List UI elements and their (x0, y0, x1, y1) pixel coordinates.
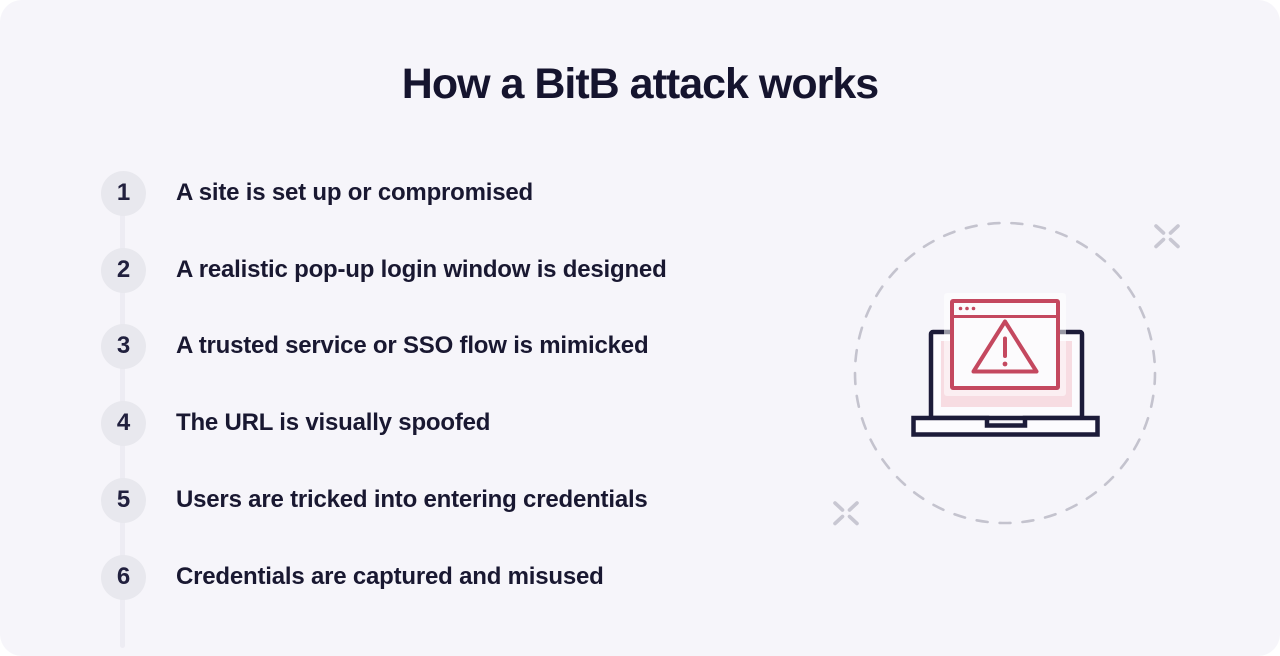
laptop-base (911, 415, 1100, 437)
step-number-badge: 1 (101, 170, 146, 216)
step-item-4: 4 The URL is visually spoofed (101, 400, 491, 446)
step-item-3: 3 A trusted service or SSO flow is mimic… (101, 323, 649, 369)
step-label: A site is set up or compromised (176, 179, 533, 206)
bitb-illustration (833, 221, 1180, 526)
sparkle-cross-icon (833, 501, 859, 526)
warning-browser-window-icon (944, 293, 1066, 396)
step-label: The URL is visually spoofed (176, 409, 491, 436)
sparkle-cross-icon (1154, 224, 1180, 249)
step-item-1: 1 A site is set up or compromised (101, 170, 533, 216)
step-item-6: 6 Credentials are captured and misused (101, 554, 604, 600)
step-label: Users are tricked into entering credenti… (176, 486, 648, 513)
exclamation-mark-dot (1002, 361, 1008, 367)
dashed-circle (853, 221, 1157, 525)
step-label: Credentials are captured and misused (176, 563, 604, 590)
step-label: A realistic pop-up login window is desig… (176, 256, 667, 283)
step-label: A trusted service or SSO flow is mimicke… (176, 332, 649, 359)
step-number-badge: 6 (101, 554, 146, 600)
step-number-badge: 2 (101, 247, 146, 293)
step-item-2: 2 A realistic pop-up login window is des… (101, 247, 667, 293)
step-item-5: 5 Users are tricked into entering creden… (101, 477, 648, 523)
step-number-badge: 3 (101, 323, 146, 369)
step-number-badge: 4 (101, 400, 146, 446)
browser-titlebar-dots (958, 306, 976, 311)
step-number-badge: 5 (101, 477, 146, 523)
page-title: How a BitB attack works (401, 60, 879, 108)
warning-triangle-icon (971, 319, 1039, 374)
